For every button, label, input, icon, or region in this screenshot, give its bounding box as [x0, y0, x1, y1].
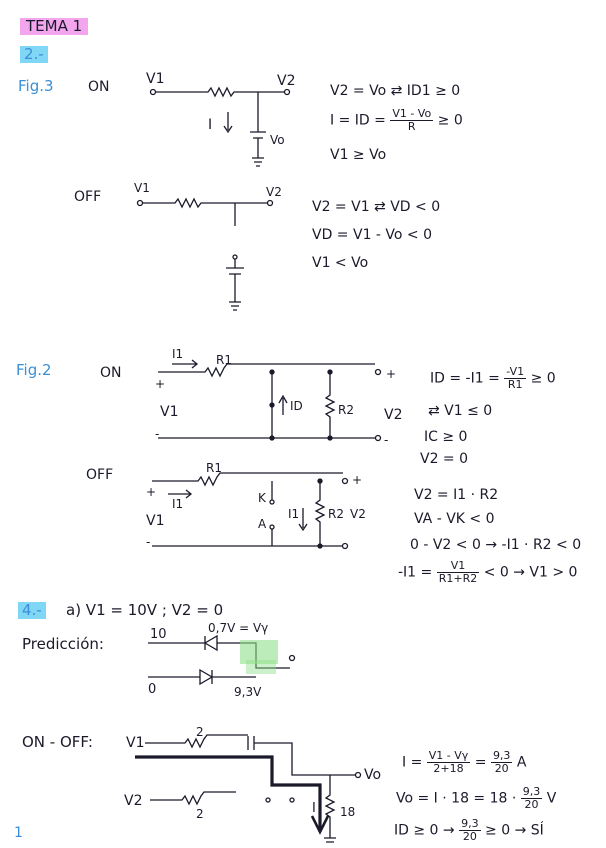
fig3-off-eq2: VD = V1 - Vo < 0	[312, 227, 433, 243]
pred-input-0: 0	[148, 682, 157, 697]
section4-case: a) V1 = 10V ; V2 = 0	[66, 601, 224, 619]
onoff-r-bot: 2	[196, 807, 204, 821]
onoff-v2: V2	[124, 793, 143, 809]
fig3-on-eq3: V1 ≥ Vo	[330, 147, 387, 163]
fig2-out-plus: +	[386, 367, 397, 381]
prediction-label: Predicción:	[22, 635, 104, 653]
fig2-off-eq2: VA - VK < 0	[414, 511, 495, 527]
fig2-off-r1: R1	[206, 461, 222, 475]
fig2-i1: I1	[172, 347, 184, 361]
fig2-minus: -	[155, 427, 160, 441]
onoff-vo: Vo	[364, 767, 382, 783]
fig2-label: Fig.2	[16, 361, 52, 379]
fig3-on-eq1: V2 = Vo ⇄ ID1 ≥ 0	[330, 83, 461, 99]
fig3-current: I	[208, 117, 213, 133]
fig2-off-eq3: 0 - V2 < 0 → -I1 · R2 < 0	[410, 537, 582, 553]
fig2-on-label: ON	[100, 365, 122, 381]
pred-input-10: 10	[150, 627, 167, 642]
fig2-on-eq3: IC ≥ 0	[424, 429, 468, 445]
fig2-off-plus: +	[146, 485, 157, 499]
fig3-on-label: ON	[88, 79, 110, 95]
fig3-v1: V1	[146, 71, 165, 87]
onoff-label: ON - OFF:	[22, 733, 93, 751]
section4-number: 4.-	[18, 602, 46, 619]
fig2-off-minus: -	[146, 535, 151, 549]
pred-diode-voltage: 0,7V = Vγ	[208, 621, 269, 635]
fig2-off-i1: I1	[172, 497, 184, 511]
page-number: 1	[14, 825, 23, 841]
fig2-off-v1: V1	[146, 513, 165, 529]
fig3-off-eq1: V2 = V1 ⇄ VD < 0	[312, 199, 441, 215]
fig2-k: K	[258, 491, 266, 505]
fig2-off-eq1: V2 = I1 · R2	[414, 487, 499, 503]
onoff-v1: V1	[126, 735, 145, 751]
onoff-current: I	[312, 801, 316, 816]
fig2-a: A	[258, 517, 267, 531]
fig2-off-r2: R2	[328, 507, 344, 521]
fig2-plus: +	[155, 377, 166, 391]
fig3-v2: V2	[277, 73, 296, 89]
pred-output-voltage: 9,3V	[234, 685, 262, 699]
fig2-id: ID	[290, 399, 303, 413]
fig2-r2: R2	[338, 403, 354, 417]
fig2-on-eq4: V2 = 0	[420, 451, 469, 467]
fig3-off-label: OFF	[74, 189, 102, 205]
fig2-v1: V1	[160, 404, 179, 420]
topic-title: TEMA 1	[20, 18, 89, 35]
fig2-r1: R1	[216, 353, 232, 367]
fig3-vo: Vo	[270, 133, 285, 147]
section-number: 2.-	[20, 46, 48, 63]
onoff-r-top: 2	[196, 725, 204, 739]
fig2-out-minus: -	[384, 433, 389, 447]
fig3-off-v1: V1	[134, 181, 150, 195]
fig2-v2: V2	[384, 407, 403, 423]
fig3-label: Fig.3	[18, 77, 54, 95]
fig3-off-eq3: V1 < Vo	[312, 255, 369, 271]
fig2-on-eq2: ⇄ V1 ≤ 0	[428, 403, 493, 419]
fig2-off-i1-down: I1	[288, 507, 300, 521]
onoff-r-load: 18	[340, 805, 356, 819]
fig3-off-v2: V2	[266, 185, 282, 199]
fig2-off-out-plus: +	[352, 473, 363, 487]
fig2-off-label: OFF	[86, 467, 114, 483]
fig2-off-v2: V2	[350, 507, 366, 521]
